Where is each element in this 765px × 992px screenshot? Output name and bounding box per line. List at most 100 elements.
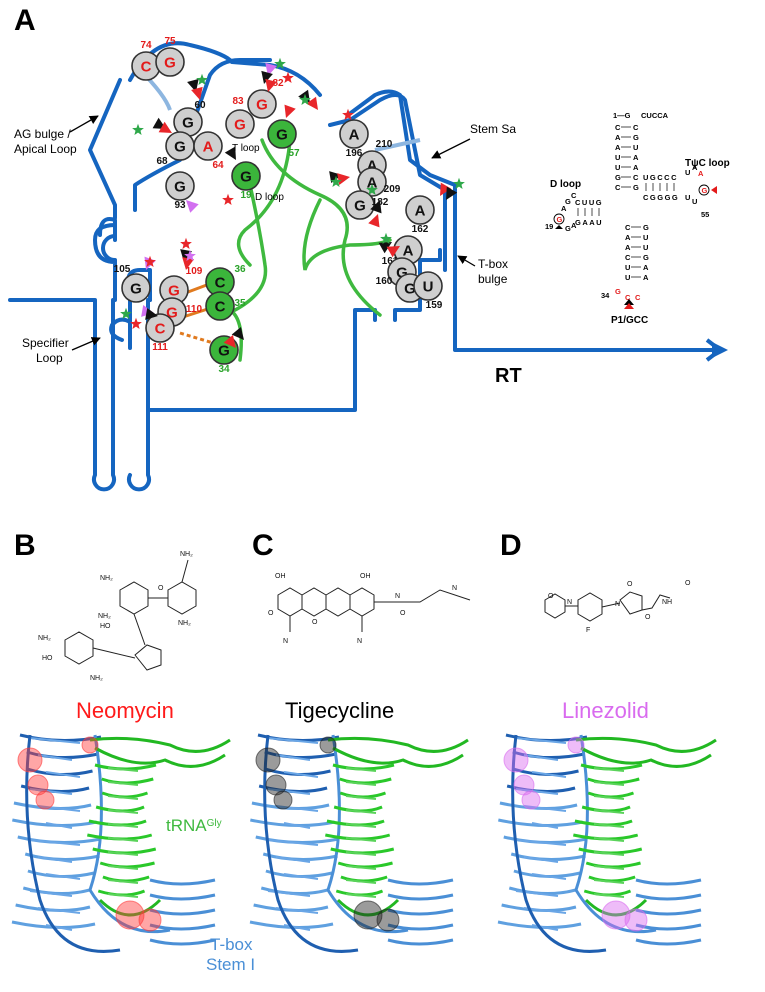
clover-ac-right-nt: A	[643, 263, 649, 272]
binding-site-blob	[115, 900, 145, 930]
clover-acc-right-nt: C	[633, 173, 639, 182]
panel-c-letter: C	[252, 529, 274, 562]
clover-nt55-ring	[698, 184, 710, 196]
linezolid-structure-render	[497, 733, 717, 953]
nucleotide-letter: G	[354, 198, 366, 215]
tig-o-3: O	[312, 619, 318, 626]
nucleotide-letter: G	[168, 283, 180, 300]
probe-star-7	[330, 175, 342, 187]
neomycin-label: Neomycin	[76, 698, 174, 723]
neo-ho-1: HO	[42, 655, 53, 662]
nucleotide-g60: G60	[173, 100, 206, 137]
nucleotide-g75: G75	[155, 36, 185, 77]
nucleotide-letter: C	[215, 275, 226, 292]
clover-nt55-g: G	[702, 186, 708, 195]
clover-t-loop-nt: U	[685, 193, 690, 202]
probe-triangle-1	[191, 86, 203, 100]
binding-site-blob	[17, 747, 43, 773]
probe-star-4	[222, 193, 234, 205]
probe-star-0	[196, 73, 208, 85]
nucleotide-number: 109	[186, 266, 203, 277]
nucleotide-circle	[357, 167, 387, 197]
binding-site-blob	[353, 900, 383, 930]
nucleotide-letter: A	[367, 158, 378, 175]
probe-triangle-13	[337, 173, 350, 185]
clover-anticodon-nt: C	[635, 293, 641, 302]
clover-t-pairs	[645, 183, 675, 191]
panel-d-letter: D	[500, 529, 522, 562]
clover-d-pairs	[577, 208, 600, 216]
panel-a-letter: A	[14, 4, 36, 37]
clover-dloop-label: D loop	[550, 179, 581, 190]
nucleotide-letter: G	[182, 115, 194, 132]
binding-site-blob	[624, 908, 648, 932]
nucleotide-letter: C	[215, 299, 226, 316]
probe-triangle-11	[224, 146, 236, 160]
lin-f: F	[586, 627, 590, 634]
nucleotide-c36: C 36	[205, 264, 246, 297]
nucleotide-number: 64	[212, 160, 224, 171]
nucleotide-number: 162	[412, 224, 429, 235]
nucleotide-letter: A	[349, 127, 360, 144]
probe-star-11	[184, 249, 196, 261]
clover-t-loop-nt: A	[698, 169, 704, 178]
clover-ac-right-nt: G	[643, 223, 649, 232]
nucleotide-number: 105	[114, 264, 131, 275]
linezolid-structure	[544, 591, 671, 622]
probe-star-6	[342, 108, 354, 120]
clover-anticodon-label: P1/GCC	[611, 315, 648, 326]
binding-site-blob	[138, 908, 162, 932]
nucleotide-number: 36	[234, 264, 246, 275]
clover-acceptor-3p: CUCCA	[641, 111, 669, 120]
clover-d-loop-nt: A	[561, 204, 567, 213]
ag-bulge-label-1: AG bulge /	[14, 127, 71, 141]
clover-anticodon-nt: C	[625, 293, 631, 302]
linezolid-label: Linezolid	[562, 698, 649, 723]
clover-nt19-g: G	[557, 215, 563, 224]
lin-n-2: N	[615, 601, 620, 608]
neomycin-structure-render	[11, 733, 231, 953]
lin-o-4: O	[685, 580, 691, 587]
nucleotide-number: 75	[164, 36, 176, 47]
nucleotide-g93: G93	[165, 171, 195, 211]
lin-nh: NH	[662, 599, 672, 606]
nucleotide-circle	[155, 47, 185, 77]
nucleotide-letter: A	[415, 203, 426, 220]
rt-label: RT	[495, 365, 522, 387]
probe-triangle-21	[182, 257, 194, 270]
clover-t-loop-nt: U	[685, 168, 690, 177]
nucleotide-letter: G	[276, 127, 288, 144]
lin-o-1: O	[548, 593, 554, 600]
clover-n34-marker-red	[624, 303, 634, 309]
probe-star-3	[132, 123, 144, 135]
ag-bulge-label-2: Apical Loop	[14, 142, 77, 156]
lin-o-2: O	[627, 581, 633, 588]
rt-arrow-head	[705, 338, 722, 362]
neo-o-1: O	[158, 585, 164, 592]
stem-sa-label: Stem Sa	[470, 122, 516, 136]
nucleotide-g83: G83	[225, 96, 255, 139]
nucleotide-number: 111	[152, 342, 168, 353]
clover-acc-left-nt: U	[615, 163, 620, 172]
binding-site-blob	[81, 736, 99, 754]
binding-site-blob	[35, 790, 55, 810]
panel-a: A RT	[8, 4, 730, 492]
neo-nh2-4: NH₂	[178, 620, 191, 627]
nucleotide-letter: G	[404, 281, 416, 298]
clover-ac-left-nt: A	[625, 243, 631, 252]
probe-marker-layer	[120, 57, 465, 348]
probe-star-12	[120, 307, 132, 319]
clover-acc-right-nt: A	[633, 163, 639, 172]
tbox-bulge-label-1: T-box	[478, 257, 508, 271]
nucleotide-number: 161	[382, 256, 399, 267]
clover-acc-left-nt: C	[615, 123, 621, 132]
stem-sa-arrow	[431, 138, 471, 159]
neo-nh2-3: NH₂	[98, 613, 111, 620]
clover-anticodon-nt: G	[615, 287, 621, 296]
nucleotide-circle	[231, 161, 261, 191]
